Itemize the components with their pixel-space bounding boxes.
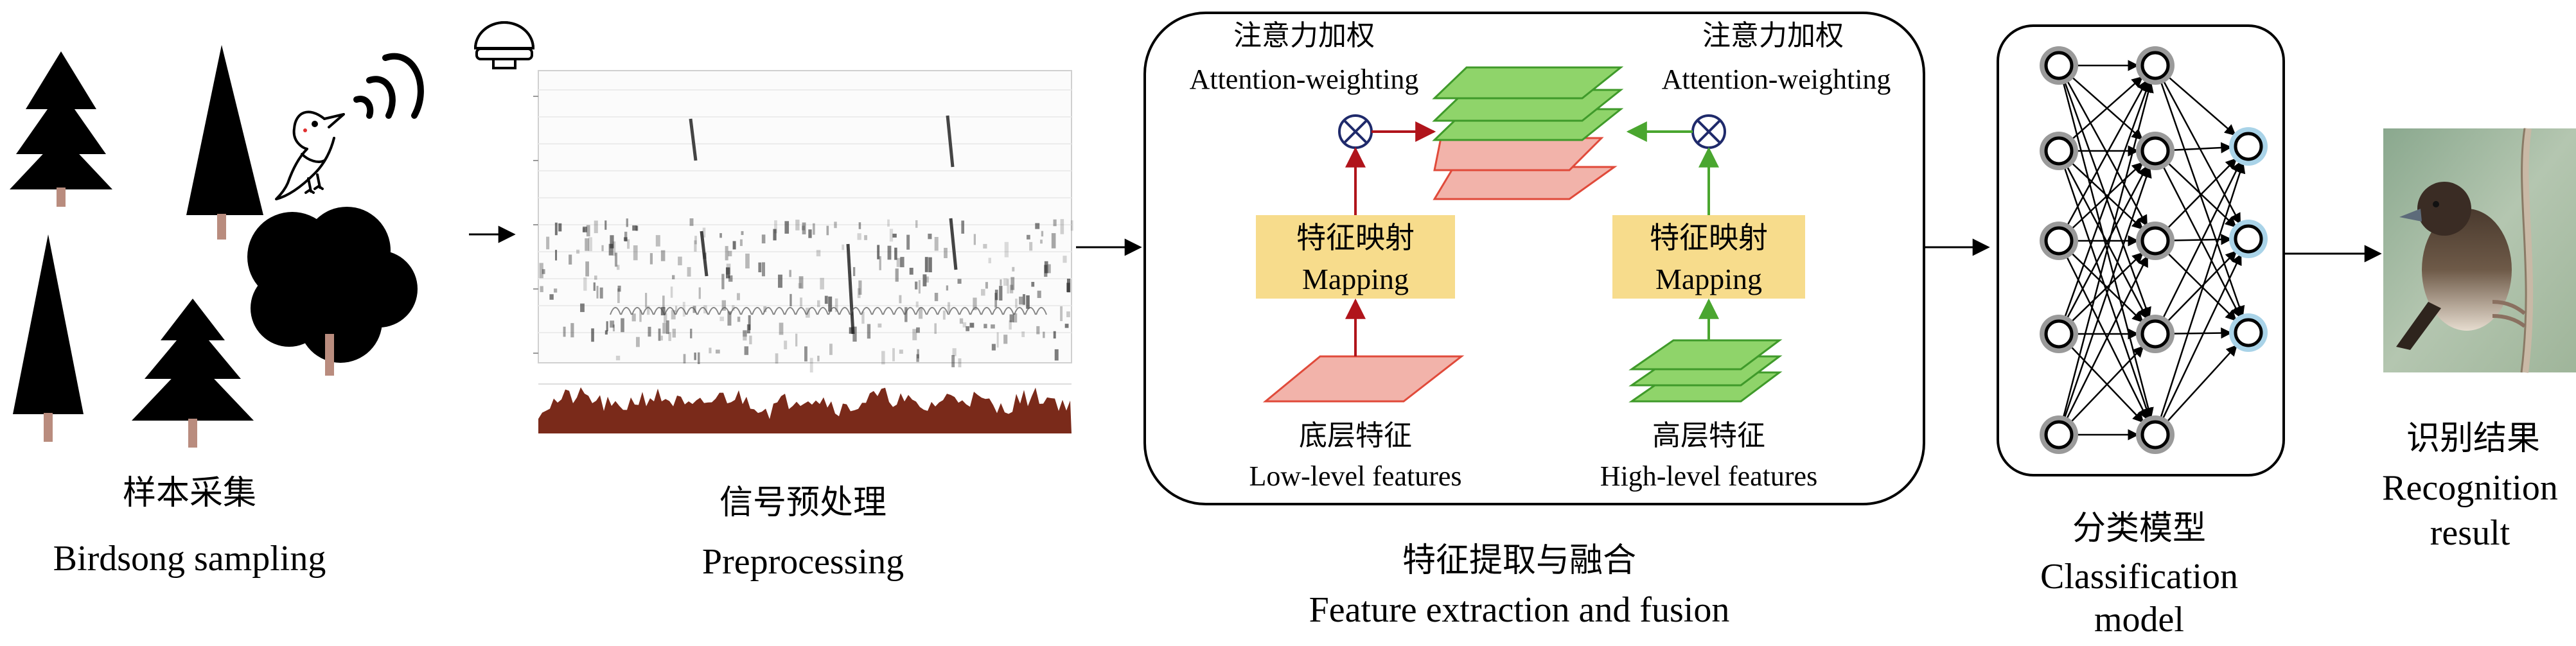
- low-level-label-en: Low-level features: [1249, 460, 1462, 492]
- classification-label-en-1: Classification: [2040, 557, 2238, 597]
- tree-icon: [132, 299, 254, 448]
- attention-left-en: Attention-weighting: [1189, 64, 1419, 95]
- neuron-icon: [2040, 46, 2078, 85]
- attention-right-cn: 注意力加权: [1702, 19, 1844, 52]
- tree-icon: [13, 234, 84, 442]
- sampling-illustration: [10, 45, 424, 448]
- sound-wave-icon: [353, 53, 424, 119]
- spectrogram: [533, 70, 1073, 373]
- neuron-icon: [2136, 315, 2175, 353]
- preprocessing-label-cn: 信号预处理: [719, 484, 887, 522]
- low-level-plane: [1262, 355, 1465, 403]
- attention-node-right: [1691, 114, 1726, 149]
- classification-label-cn: 分类模型: [2072, 509, 2206, 548]
- tree-icon: [186, 45, 263, 240]
- low-level-label-cn: 底层特征: [1299, 419, 1412, 452]
- result-label-en-1: Recognition: [2382, 468, 2558, 508]
- tree-icon: [247, 207, 418, 376]
- sampling-label-en: Birdsong sampling: [53, 539, 326, 579]
- mapping-box-left: [1256, 215, 1455, 299]
- neuron-icon: [2229, 313, 2268, 352]
- bird-icon: [275, 110, 345, 200]
- mapping-left-cn: 特征映射: [1296, 220, 1415, 255]
- sampling-label-cn: 样本采集: [122, 474, 256, 512]
- attention-right-en: Attention-weighting: [1661, 64, 1891, 95]
- high-level-stack: [1628, 339, 1783, 403]
- neuron-icon: [2136, 46, 2175, 85]
- microphone-icon: [473, 21, 535, 69]
- tree-icon: [10, 51, 112, 207]
- preprocessing-label-en: Preprocessing: [701, 542, 904, 582]
- feature-label-en: Feature extraction and fusion: [1309, 590, 1730, 630]
- neuron-icon: [2229, 127, 2268, 166]
- fusion-feature-stack: [1432, 66, 1624, 200]
- mapping-box-right: [1612, 215, 1805, 299]
- mapping-left-en: Mapping: [1301, 263, 1409, 295]
- neuron-icon: [2136, 222, 2175, 260]
- bird-photo: [2383, 128, 2576, 373]
- neuron-icon: [2040, 315, 2078, 353]
- neuron-icon: [2040, 132, 2078, 170]
- amplitude-envelope: [538, 379, 1072, 433]
- result-label-en-2: result: [2430, 513, 2510, 553]
- mapping-right-en: Mapping: [1655, 263, 1763, 295]
- neuron-icon: [2229, 220, 2268, 258]
- neural-network: [2040, 46, 2268, 454]
- result-label-cn: 识别结果: [2406, 419, 2540, 458]
- classification-label-en-2: model: [2094, 600, 2184, 640]
- neuron-icon: [2040, 415, 2078, 454]
- high-level-label-en: High-level features: [1600, 460, 1818, 492]
- high-level-label-cn: 高层特征: [1652, 419, 1765, 452]
- neuron-icon: [2040, 222, 2078, 260]
- neuron-icon: [2136, 415, 2175, 454]
- mapping-right-cn: 特征映射: [1650, 220, 1768, 255]
- feature-label-cn: 特征提取与融合: [1402, 541, 1636, 580]
- attention-left-cn: 注意力加权: [1233, 19, 1375, 52]
- neuron-icon: [2136, 132, 2175, 170]
- attention-node-left: [1338, 114, 1373, 149]
